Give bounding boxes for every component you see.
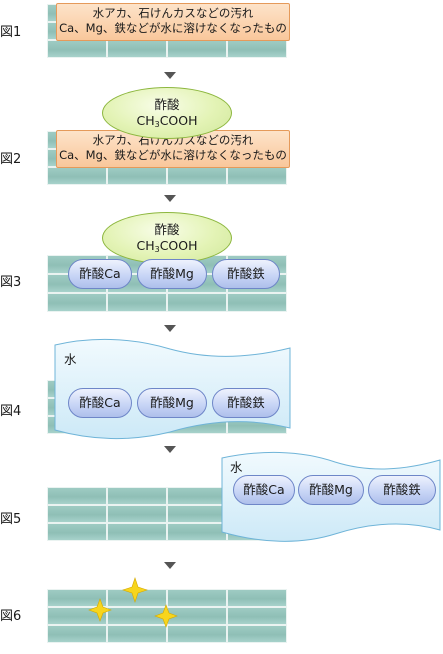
figure-label-1: 図1 [0,25,22,40]
figure-label-4: 図4 [0,404,22,419]
salt-calcium-acetate: 酢酸Ca [233,475,295,505]
salt-calcium-acetate: 酢酸Ca [68,259,132,289]
acid-name: 酢酸 [154,97,180,112]
dirt-line-1: 水アカ、石けんカスなどの汚れ [92,6,254,20]
down-arrow-4 [164,446,176,453]
figure-label-5: 図5 [0,512,22,527]
down-arrow-5 [164,562,176,569]
dirt-box-2: 水アカ、石けんカスなどの汚れ Ca、Mg、鉄などが水に溶けなくなったもの [56,130,290,168]
salt-magnesium-acetate: 酢酸Mg [298,475,364,505]
figure-label-6: 図6 [0,609,22,624]
acid-name: 酢酸 [154,222,180,237]
dirt-line-1: 水アカ、石けんカスなどの汚れ [92,133,254,147]
down-arrow-3 [164,325,176,332]
sparkle-icon [154,604,178,628]
dirt-box-1: 水アカ、石けんカスなどの汚れ Ca、Mg、鉄などが水に溶けなくなったもの [56,3,290,41]
salt-magnesium-acetate: 酢酸Mg [137,259,207,289]
sparkle-icon [88,598,112,622]
down-arrow-2 [164,195,176,202]
salt-iron-acetate: 酢酸鉄 [212,388,280,418]
salt-calcium-acetate: 酢酸Ca [68,388,132,418]
figure-label-3: 図3 [0,275,22,290]
salt-iron-acetate: 酢酸鉄 [368,475,436,505]
water-label-4: 水 [64,352,77,367]
salt-iron-acetate: 酢酸鉄 [212,259,280,289]
water-label-5: 水 [230,460,243,475]
sparkle-icon [122,577,148,603]
acetic-acid-blob-2: 酢酸 CH3COOH [102,87,232,139]
acid-formula: CH3COOH [136,113,198,129]
dirt-line-2: Ca、Mg、鉄などが水に溶けなくなったもの [59,21,287,35]
figure-label-2: 図2 [0,152,22,167]
down-arrow-1 [164,72,176,79]
acid-formula: CH3COOH [136,238,198,254]
salt-magnesium-acetate: 酢酸Mg [137,388,207,418]
dirt-line-2: Ca、Mg、鉄などが水に溶けなくなったもの [59,148,287,162]
